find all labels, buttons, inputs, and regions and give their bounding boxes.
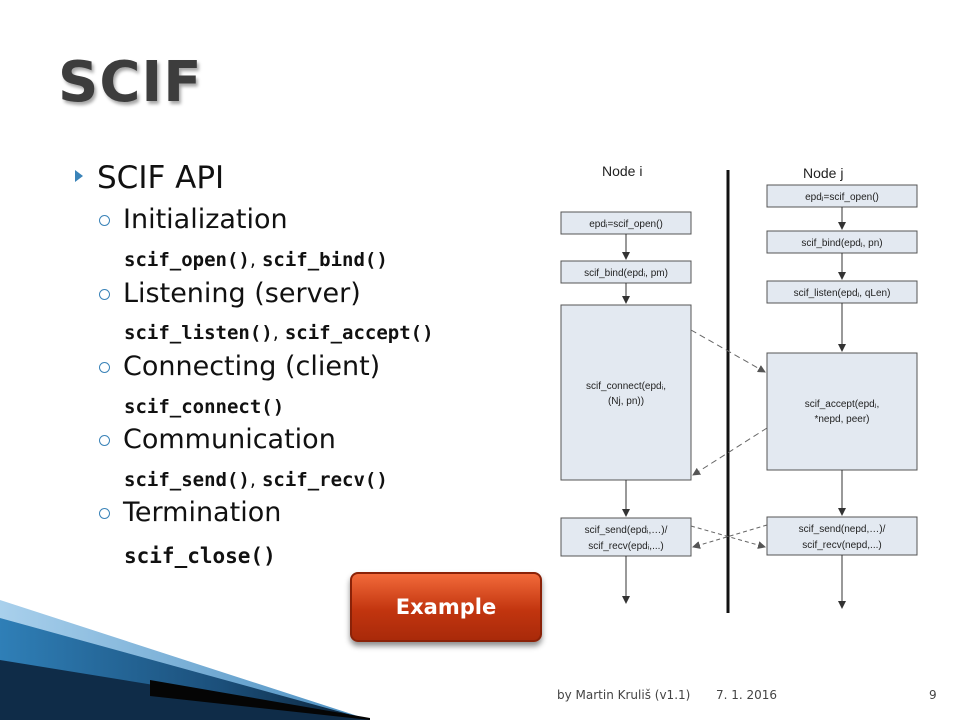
j-send-text: scif_send(nepd,…)/ (799, 524, 886, 535)
code-token: scif_send() (124, 469, 250, 491)
bullet-main-label: SCIF API (97, 160, 225, 196)
j-accept-box (766, 352, 918, 471)
sub-bullet-label: Listening (server) (123, 278, 361, 309)
sub-bullet-label: Initialization (123, 204, 288, 235)
sub-bullet-label: Connecting (client) (123, 351, 381, 382)
i-connect-box (560, 304, 692, 481)
j-send-recv-box (766, 516, 918, 556)
code-line-termination: scif_close() (124, 544, 276, 568)
code-token: scif_open() (124, 249, 250, 271)
i-connect-text-2: (Nj, pn)) (608, 396, 644, 407)
i-send-recv-box (560, 517, 692, 557)
code-token: scif_connect() (124, 396, 285, 418)
j-recv-text: scif_recv(nepd,...) (802, 540, 881, 551)
triangle-bullet-icon (75, 170, 83, 182)
i-send-text: scif_send(epdᵢ,…)/ (585, 525, 668, 536)
j-bind-text: scif_bind(epdⱼ, pn) (801, 238, 882, 249)
j-open-text: epdⱼ=scif_open() (805, 192, 879, 203)
code-separator: , (249, 249, 262, 271)
node-j-label: Node j (803, 165, 843, 181)
circle-bullet-icon (99, 508, 110, 519)
send-j-to-i-arrow (692, 524, 768, 549)
i-connect-text-1: scif_connect(epdᵢ, (586, 381, 666, 392)
node-i-label: Node i (602, 163, 642, 179)
code-line-connecting: scif_connect() (124, 396, 284, 418)
scif-connection-diagram: Node i Node j epdᵢ=scif_open() scif_bind… (560, 163, 918, 613)
footer-author: by Martin Kruliš (v1.1) (557, 688, 691, 702)
code-token: scif_accept() (284, 322, 434, 344)
i-open-text: epdᵢ=scif_open() (589, 219, 663, 230)
connect-request-arrow (690, 329, 766, 373)
example-button[interactable]: Example (350, 572, 542, 642)
i-bind-text: scif_bind(epdᵢ, pm) (584, 268, 668, 279)
footer-date: 7. 1. 2016 (716, 688, 778, 702)
sub-bullet-label: Communication (123, 424, 336, 455)
code-separator: , (272, 322, 285, 344)
j-listen-text: scif_listen(epdⱼ, qLen) (794, 288, 891, 299)
circle-bullet-icon (99, 289, 110, 300)
code-token: scif_bind() (261, 249, 388, 271)
slide-title: SCIF (58, 50, 203, 115)
circle-bullet-icon (99, 435, 110, 446)
circle-bullet-icon (99, 362, 110, 373)
code-token: scif_recv() (261, 469, 388, 491)
j-accept-text-1: scif_accept(epdⱼ, (805, 399, 880, 410)
code-line-listening: scif_listen(), scif_accept() (124, 322, 434, 344)
code-token: scif_listen() (124, 322, 273, 344)
circle-bullet-icon (99, 215, 110, 226)
decorative-wedge (0, 600, 370, 720)
accept-response-arrow (692, 427, 768, 476)
footer-page-number: 9 (929, 688, 937, 702)
sub-bullet-label: Termination (123, 497, 282, 528)
code-separator: , (249, 469, 262, 491)
code-line-initialization: scif_open(), scif_bind() (124, 249, 388, 271)
send-i-to-j-arrow (690, 525, 766, 549)
j-accept-text-2: *nepd, peer) (814, 414, 869, 425)
code-token: scif_close() (124, 544, 276, 568)
code-line-communication: scif_send(), scif_recv() (124, 469, 388, 491)
i-recv-text: scif_recv(epdᵢ,...) (588, 541, 663, 552)
